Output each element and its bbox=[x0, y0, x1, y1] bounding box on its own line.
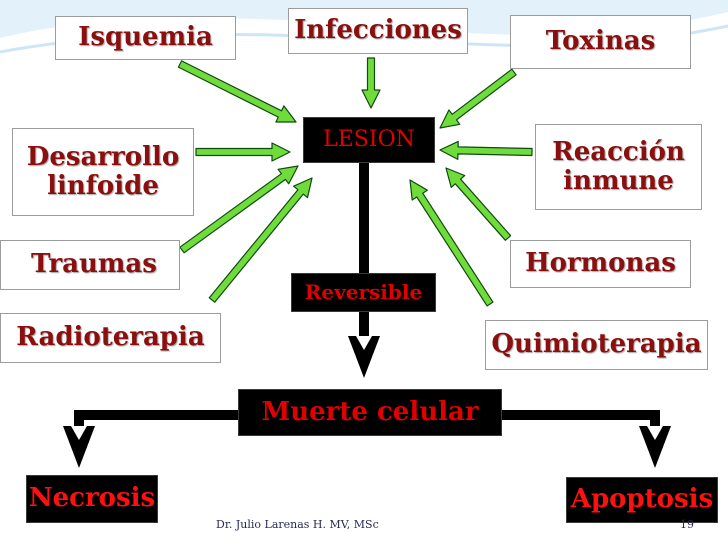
cause-traumas: Traumas bbox=[0, 240, 180, 290]
arrow-reaccion bbox=[439, 140, 533, 160]
cause-isquemia: Isquemia bbox=[55, 16, 236, 60]
arrow-isquemia bbox=[177, 60, 297, 123]
cause-quimioterapia: Quimioterapia bbox=[485, 320, 708, 370]
necrosis-arrowhead-notch bbox=[71, 426, 87, 440]
muerte-celular-box: Muerte celular bbox=[238, 389, 502, 436]
cause-radioterapia: Radioterapia bbox=[0, 313, 221, 363]
cause-toxinas: Toxinas bbox=[510, 15, 691, 69]
slide-number: 19 bbox=[680, 518, 694, 531]
arrow-hormonas bbox=[445, 167, 512, 241]
muerte-arrowhead-notch bbox=[356, 336, 372, 350]
cause-infecciones: Infecciones bbox=[288, 8, 468, 54]
reversible-connector-bar bbox=[359, 312, 369, 340]
necrosis-arrowhead bbox=[63, 426, 95, 468]
outcome-necrosis: Necrosis bbox=[26, 475, 158, 523]
cause-reaccion-inmune: Reacción inmune bbox=[535, 124, 702, 210]
arrow-infecciones bbox=[361, 57, 381, 109]
arrow-radioterapia bbox=[208, 177, 313, 303]
branch-bar-left bbox=[74, 410, 240, 420]
apoptosis-arrowhead-notch bbox=[647, 426, 663, 440]
arrow-quimioterapia bbox=[409, 179, 494, 307]
apoptosis-arrowhead bbox=[639, 426, 671, 468]
lesion-box: LESION bbox=[303, 117, 435, 163]
necrosis-drop-bar bbox=[74, 410, 84, 430]
lesion-connector-bar bbox=[359, 163, 369, 273]
arrow-toxinas bbox=[439, 68, 517, 129]
apoptosis-drop-bar bbox=[650, 410, 660, 430]
branch-bar-right bbox=[502, 410, 660, 420]
cause-hormonas: Hormonas bbox=[510, 240, 691, 288]
reversible-box: Reversible bbox=[291, 273, 436, 312]
arrow-desarrollo bbox=[195, 142, 291, 162]
cause-desarrollo-linfoide: Desarrollo linfoide bbox=[12, 128, 194, 216]
cause-arrows bbox=[177, 57, 533, 307]
outcome-apoptosis: Apoptosis bbox=[566, 477, 718, 523]
footer-author: Dr. Julio Larenas H. MV, MSc bbox=[216, 518, 379, 531]
arrow-traumas bbox=[179, 165, 299, 254]
muerte-arrowhead bbox=[348, 336, 380, 378]
